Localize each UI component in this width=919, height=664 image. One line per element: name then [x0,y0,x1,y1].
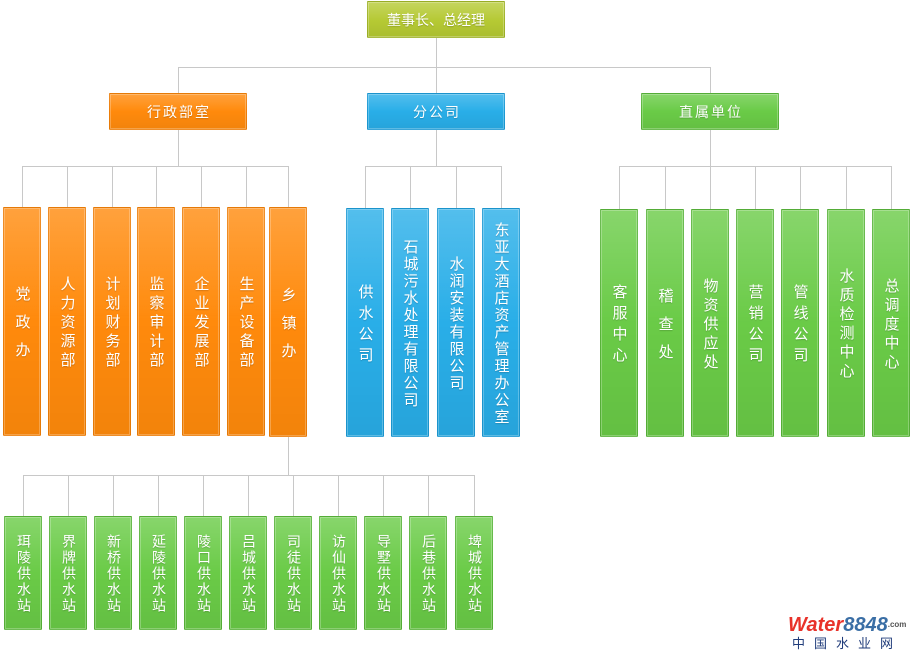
unit-label: 总调度中心 [882,277,901,373]
department-label: 人力资源部 [58,276,77,371]
company-label: 水润安装有限公司 [447,255,466,392]
station-label: 延陵供水站 [150,534,166,614]
department-label: 党政办 [13,286,32,370]
station-label: 埤城供水站 [466,534,482,614]
unit-label: 水质检测中心 [837,268,856,382]
root-label: 董事长、总经理 [387,12,485,29]
node-unit: 物资供应处 [691,209,729,437]
unit-label: 营销公司 [746,284,765,368]
department-label: 监察审计部 [147,276,166,371]
department-label: 企业发展部 [192,276,211,371]
node-direct-units: 直属单位 [641,93,779,130]
node-unit: 稽查处 [646,209,684,437]
node-department: 企业发展部 [182,207,220,436]
direct-label: 直属单位 [679,104,743,121]
node-water-station: 新桥供水站 [94,516,132,630]
station-label: 后巷供水站 [420,534,436,614]
node-water-station: 导墅供水站 [364,516,402,630]
station-label: 珥陵供水站 [15,534,31,614]
station-label: 界牌供水站 [60,534,76,614]
watermark-brand-line: Water8848.com [788,614,912,636]
node-water-station: 访仙供水站 [319,516,357,630]
root-connectors [178,38,711,93]
node-company: 东亚大酒店资产管理办公室 [482,208,520,437]
watermark-logo: Water8848.com 中国水业网 [788,614,912,660]
node-department: 人力资源部 [48,207,86,436]
node-department: 党政办 [3,207,41,436]
department-label: 计划财务部 [103,276,122,371]
station-label: 导墅供水站 [375,534,391,614]
station-label: 新桥供水站 [105,534,121,614]
station-label: 陵口供水站 [195,534,211,614]
node-department: 生产设备部 [227,207,265,436]
watermark-brand: Water [788,614,844,636]
unit-label: 管线公司 [791,284,810,368]
node-admin-office: 行政部室 [109,93,247,130]
branch-connectors [365,130,502,208]
station-label: 吕城供水站 [240,534,256,614]
admin-connectors [22,130,289,207]
node-water-station: 吕城供水站 [229,516,267,630]
node-company: 水润安装有限公司 [437,208,475,437]
node-water-station: 埤城供水站 [455,516,493,630]
node-branch-companies: 分公司 [367,93,505,130]
company-label: 东亚大酒店资产管理办公室 [492,221,511,426]
node-company: 石城污水处理有限公司 [391,208,429,437]
department-label: 乡镇办 [279,286,298,371]
node-water-station: 界牌供水站 [49,516,87,630]
node-department: 监察审计部 [137,207,175,436]
node-department: 计划财务部 [93,207,131,436]
node-township-office: 乡镇办 [269,207,307,437]
node-unit: 管线公司 [781,209,819,437]
company-label: 石城污水处理有限公司 [401,238,420,409]
node-water-station: 司徒供水站 [274,516,312,630]
department-label: 生产设备部 [237,276,256,371]
watermark-brand-number: 8848 [843,614,888,636]
watermark-brand-suffix: .com [887,620,907,629]
township-connectors [23,437,475,516]
station-label: 司徒供水站 [285,534,301,614]
direct-connectors [619,130,892,209]
node-water-station: 后巷供水站 [409,516,447,630]
node-unit: 营销公司 [736,209,774,437]
node-water-station: 陵口供水站 [184,516,222,630]
node-unit: 总调度中心 [872,209,910,437]
node-unit: 水质检测中心 [827,209,865,437]
node-unit: 客服中心 [600,209,638,437]
node-company: 供水公司 [346,208,384,437]
unit-label: 稽查处 [656,287,675,372]
admin-label: 行政部室 [147,104,211,121]
station-label: 访仙供水站 [330,534,346,614]
node-water-station: 延陵供水站 [139,516,177,630]
branch-label: 分公司 [413,104,461,121]
node-water-station: 珥陵供水站 [4,516,42,630]
root-node-chairman: 董事长、总经理 [367,1,505,38]
company-label: 供水公司 [356,283,375,368]
watermark-brand-cn: 中国水业网 [792,637,903,652]
unit-label: 客服中心 [610,284,629,368]
unit-label: 物资供应处 [701,277,720,373]
